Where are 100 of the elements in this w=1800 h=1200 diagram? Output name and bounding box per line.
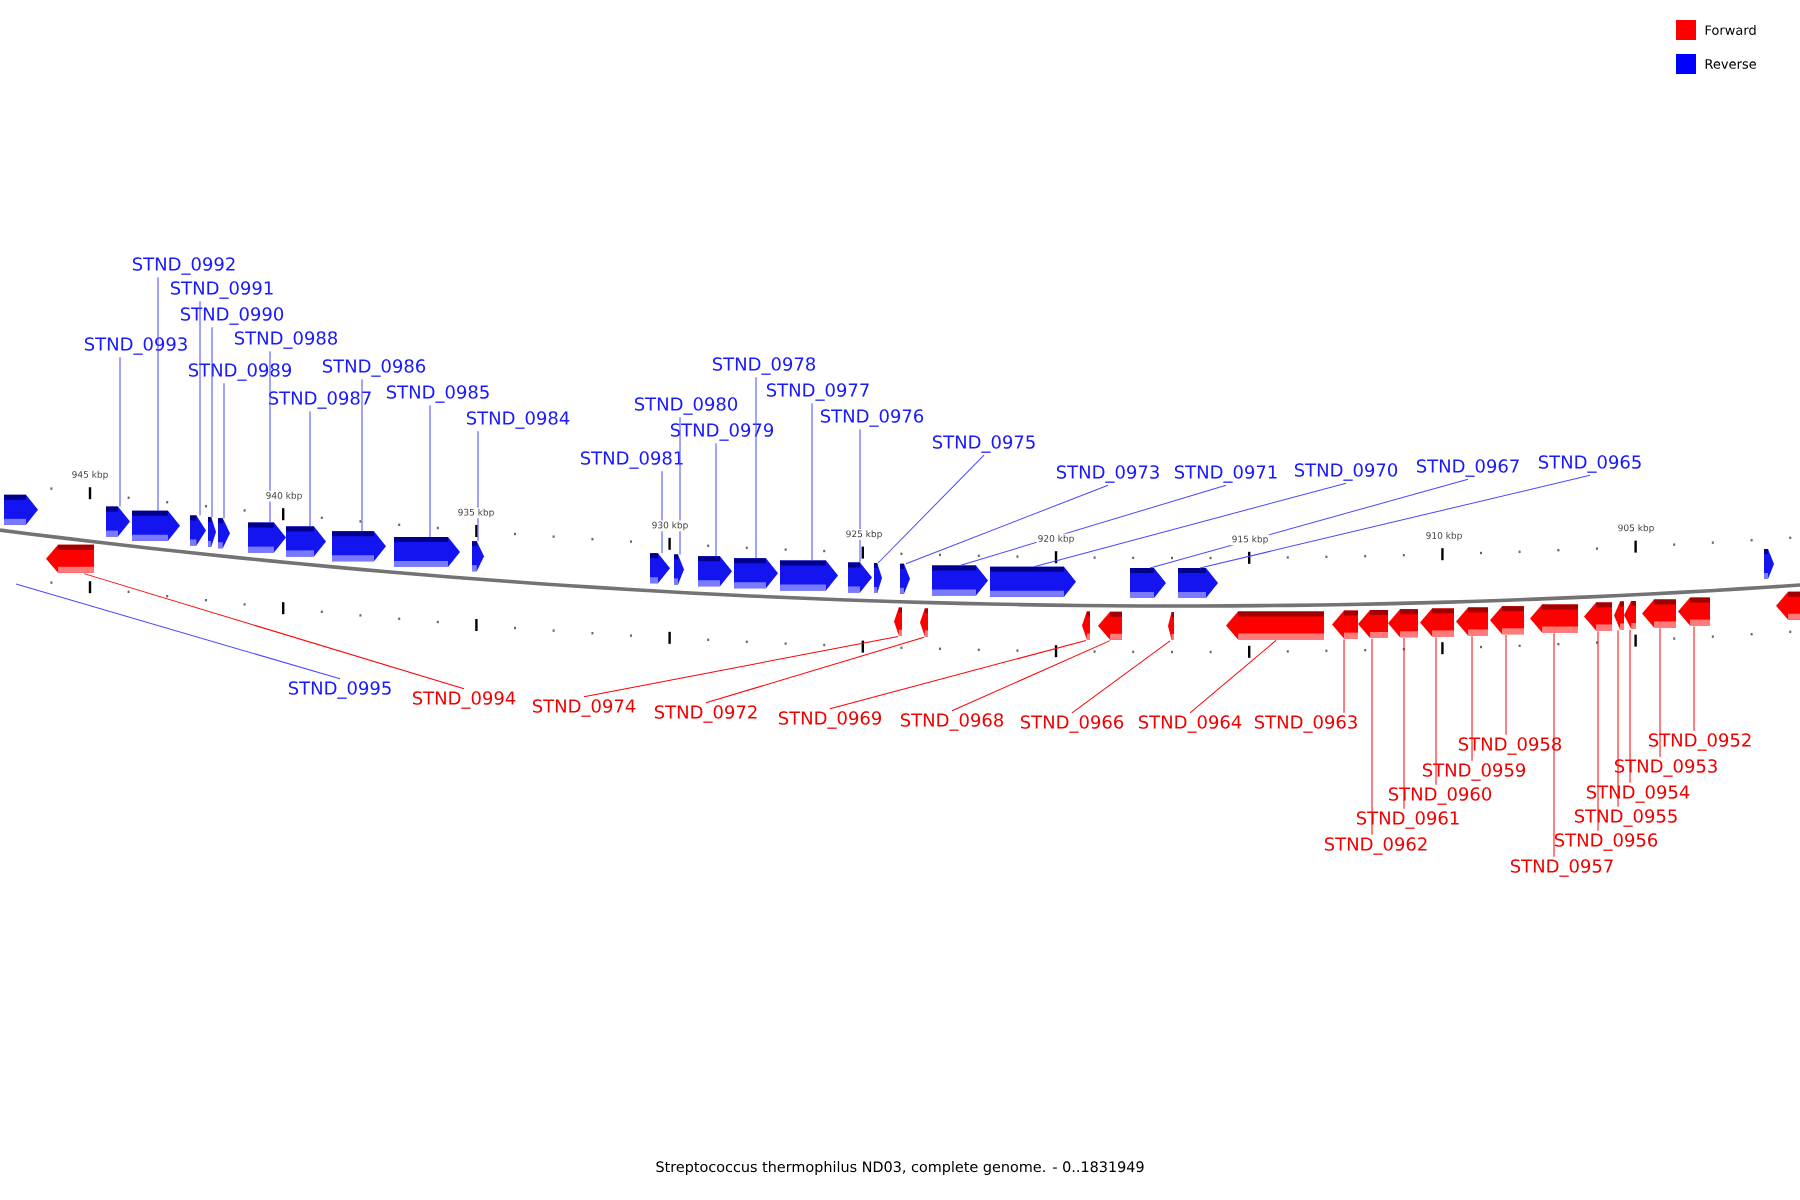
leader-line xyxy=(951,640,1111,712)
gene-block xyxy=(1642,599,1676,628)
gene-block xyxy=(286,526,326,557)
gene-label: STND_0961 xyxy=(1356,811,1459,829)
gene-label: STND_0980 xyxy=(634,397,738,415)
gene-block xyxy=(698,556,732,587)
gene-block xyxy=(218,518,230,549)
gene-block xyxy=(106,506,130,537)
leader-line xyxy=(583,635,899,698)
gene-label: STND_0957 xyxy=(1510,859,1613,877)
gene-block xyxy=(1178,568,1218,598)
gene-block xyxy=(394,537,460,567)
leader-line xyxy=(1371,638,1373,836)
gene-block xyxy=(1678,597,1710,626)
leader-line xyxy=(1659,627,1661,758)
gene-block xyxy=(1530,604,1578,633)
gene-label: STND_0967 xyxy=(1416,459,1519,477)
leader-line xyxy=(1149,478,1469,569)
gene-block xyxy=(1776,591,1800,620)
gene-block xyxy=(1358,610,1388,638)
gene-label: STND_0968 xyxy=(900,713,1004,731)
gene-block xyxy=(1420,608,1454,637)
gene-block xyxy=(920,608,928,637)
leader-line xyxy=(477,430,479,542)
leader-line xyxy=(755,376,757,559)
leader-line xyxy=(829,639,1087,710)
leader-line xyxy=(1071,640,1171,714)
leader-line xyxy=(1553,632,1555,858)
leader-line xyxy=(715,442,717,557)
gene-block xyxy=(332,531,386,562)
gene-label: STND_0970 xyxy=(1294,463,1398,481)
gene-label: STND_0976 xyxy=(820,409,924,427)
leader-line xyxy=(959,484,1227,566)
gene-label: STND_0966 xyxy=(1020,715,1124,733)
gene-block xyxy=(1168,612,1174,640)
gene-block xyxy=(1624,601,1636,629)
leader-line xyxy=(811,402,813,561)
gene-label: STND_0995 xyxy=(288,681,391,699)
leader-line xyxy=(1505,634,1507,736)
gene-label: STND_0960 xyxy=(1388,787,1492,805)
leader-line xyxy=(1597,630,1599,832)
gene-block xyxy=(874,563,882,593)
leader-line xyxy=(1343,638,1345,714)
leader-line xyxy=(269,350,271,524)
gene-block xyxy=(248,522,286,553)
leader-line xyxy=(1435,636,1437,786)
gene-label: STND_0989 xyxy=(188,363,291,381)
leader-line xyxy=(905,484,1109,565)
gene-block xyxy=(990,566,1076,597)
gene-block xyxy=(1490,606,1524,635)
leader-line xyxy=(877,454,985,564)
gene-label: STND_0981 xyxy=(580,451,683,469)
leader-line xyxy=(15,583,341,680)
leader-line xyxy=(679,416,681,555)
gene-label: STND_0994 xyxy=(412,691,516,709)
gene-block xyxy=(734,558,778,589)
gene-label: STND_0979 xyxy=(670,423,773,441)
gene-block xyxy=(1332,610,1358,639)
leader-line xyxy=(361,378,363,532)
gene-block xyxy=(894,607,902,636)
leader-line xyxy=(199,300,201,516)
gene-block xyxy=(1082,611,1090,640)
gene-block xyxy=(780,560,838,591)
gene-block xyxy=(900,563,910,594)
gene-label: STND_0971 xyxy=(1174,465,1277,483)
gene-label: STND_0952 xyxy=(1648,733,1751,751)
gene-label: STND_0954 xyxy=(1586,785,1690,803)
gene-label: STND_0965 xyxy=(1538,455,1641,473)
leader-line xyxy=(309,410,311,527)
gene-block xyxy=(1456,607,1488,636)
gene-block xyxy=(932,565,988,596)
gene-block xyxy=(1388,609,1418,638)
gene-label: STND_0962 xyxy=(1324,837,1427,855)
gene-label: STND_0985 xyxy=(386,385,489,403)
gene-label: STND_0973 xyxy=(1056,465,1159,483)
gene-block xyxy=(1226,611,1324,640)
gene-block xyxy=(1614,601,1624,630)
gene-label: STND_0963 xyxy=(1254,715,1357,733)
gene-block xyxy=(1130,568,1166,598)
gene-label: STND_0977 xyxy=(766,383,869,401)
leader-line xyxy=(859,428,861,563)
leader-line xyxy=(705,636,925,704)
leader-line xyxy=(1033,482,1347,568)
leader-line xyxy=(157,276,159,512)
leader-line xyxy=(1471,635,1473,762)
gene-label: STND_0993 xyxy=(84,337,187,355)
gene-label: STND_0955 xyxy=(1574,809,1677,827)
leader-line xyxy=(1693,625,1695,732)
leader-line xyxy=(1629,629,1631,784)
gene-block xyxy=(1764,549,1774,579)
gene-label: STND_0992 xyxy=(132,257,235,275)
gene-block xyxy=(1098,611,1122,640)
gene-label: STND_0987 xyxy=(268,391,371,409)
gene-label: STND_0969 xyxy=(778,711,881,729)
gene-block xyxy=(674,554,684,585)
gene-label: STND_0959 xyxy=(1422,763,1526,781)
gene-label: STND_0984 xyxy=(466,411,570,429)
gene-block xyxy=(472,541,484,572)
leader-line xyxy=(1617,629,1619,808)
leader-line xyxy=(1199,474,1591,569)
